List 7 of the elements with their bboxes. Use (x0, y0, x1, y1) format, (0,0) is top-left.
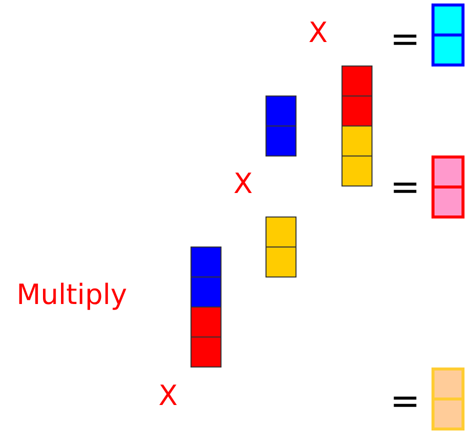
heading: Multiply (16, 281, 128, 309)
multiply-sign: X (234, 170, 253, 198)
equals-sign: = (390, 170, 420, 206)
equals-sign: = (390, 384, 420, 420)
equals-sign: = (390, 22, 420, 58)
multiply-sign: X (158, 382, 178, 410)
multiply-sign: X (308, 19, 328, 47)
